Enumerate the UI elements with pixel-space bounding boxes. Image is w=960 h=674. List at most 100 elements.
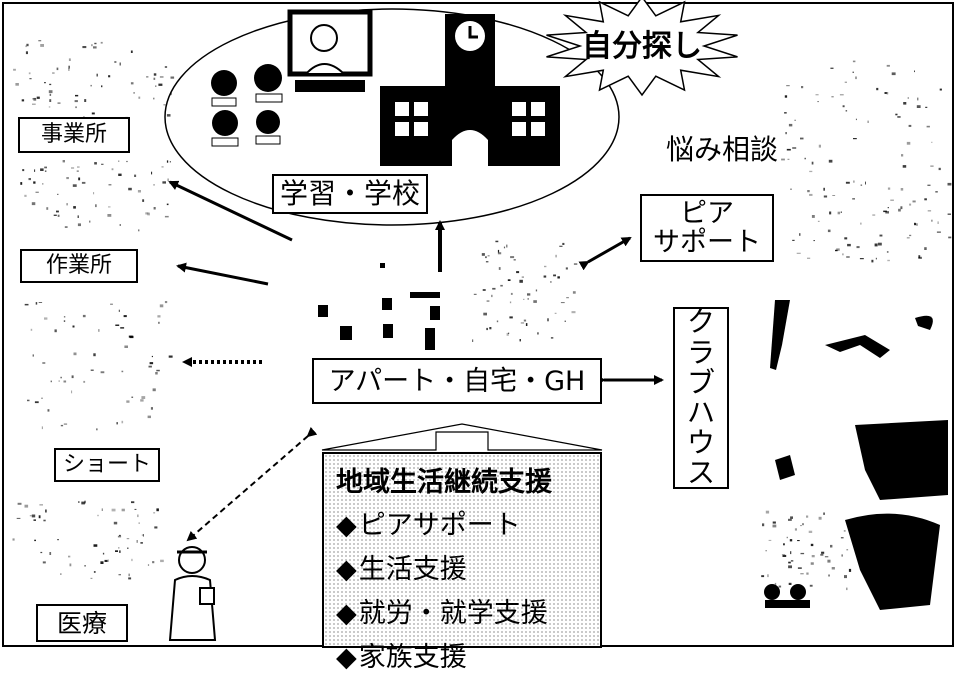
sketch-mark [801,86,804,89]
sketch-mark [29,78,32,80]
sketch-mark [487,255,490,257]
sketch-mark [73,206,76,209]
sketch-mark [169,161,171,163]
sketch-mark [900,206,903,210]
sketch-mark [56,210,59,213]
sketch-mark [820,553,824,556]
sketch-mark [573,263,578,265]
sketch-mark [131,396,134,398]
sketch-mark [40,551,43,554]
sketch-mark [150,407,153,410]
sketch-mark [544,265,547,268]
sketch-mark [859,258,864,260]
sketch-mark [96,73,98,77]
sketch-mark [27,399,30,402]
sketch-mark [871,259,874,263]
sketch-mark [108,75,111,78]
sketch-mark [147,212,150,216]
burst-shape [546,0,738,97]
sketch-mark [74,100,78,103]
sketch-mark [807,257,811,259]
sketch-mark [131,501,135,504]
sketch-mark [44,82,46,84]
sketch-mark [902,165,907,168]
support-item: ◆就労・就学支援 [336,591,600,630]
sketch-mark [811,215,815,218]
sketch-mark [898,208,901,212]
sketch-mark [519,279,523,283]
sketch-mark [926,125,930,128]
sketch-mark [119,534,121,536]
arrow-peer [578,236,632,271]
sketch-mark [60,573,62,575]
sketch-mark [497,249,500,253]
sketch-mark [34,539,36,542]
sketch-mark [489,327,492,330]
sketch-mark [846,549,849,551]
sketch-mark [566,297,569,299]
sketch-mark [53,214,57,216]
sketch-mark [853,138,857,140]
sketch-mark [937,221,939,224]
sketch-mark [844,237,848,240]
sketch-mark [886,92,889,95]
sketch-mark [847,243,851,247]
sketch-mark [124,345,128,348]
sketch-mark [32,98,36,100]
sketch-mark [797,567,802,569]
sketch-mark [95,204,97,208]
sketch-mark [141,396,146,399]
sketch-mark [901,154,904,157]
sketch-mark [137,514,139,518]
sketch-mark [101,163,104,165]
sketch-mark [66,177,69,180]
sketch-mark [16,517,21,519]
sketch-mark [806,572,809,575]
sketch-mark [818,144,821,148]
sketch-mark [523,298,525,300]
sketch-mark [513,259,516,261]
sketch-mark [42,362,46,364]
sketch-mark [782,554,787,557]
sketch-mark [839,94,844,96]
sketch-mark [774,582,777,586]
arrow-to-jigyousho [168,180,293,242]
sketch-mark [31,202,36,206]
sketch-mark [495,240,499,243]
sketch-mark [486,327,488,331]
sketch-mark [821,551,825,554]
sketch-mark [155,85,157,87]
sketch-mark [841,554,843,557]
sketch-mark [811,555,815,558]
sketch-mark [483,312,487,316]
sketch-mark [925,106,928,108]
house-cluster-icon [318,263,440,350]
sketch-mark [76,170,79,172]
sketch-mark [823,512,825,515]
sketch-mark [523,319,527,322]
sketch-mark [909,203,912,206]
sketch-mark [872,214,876,216]
sketch-mark [497,252,502,255]
sketch-mark [115,550,118,552]
sketch-mark [519,339,521,342]
sketch-mark [121,370,124,373]
sketch-mark [787,158,790,160]
sketch-mark [35,191,39,193]
sketch-mark [783,543,785,546]
sketch-mark [842,105,845,108]
arrows [168,180,664,542]
sketch-mark [930,165,934,167]
sketch-mark [118,173,122,176]
sketch-mark [77,215,79,218]
sketch-mark [809,170,813,173]
sketch-mark [166,160,169,163]
sketch-mark [906,141,911,145]
sketch-mark [562,242,565,245]
sketch-mark [81,181,86,184]
sketch-mark [887,187,891,190]
sketch-mark [41,397,43,399]
sketch-mark [790,516,793,519]
club-char: ブ [686,365,715,399]
sketch-mark [114,61,117,63]
